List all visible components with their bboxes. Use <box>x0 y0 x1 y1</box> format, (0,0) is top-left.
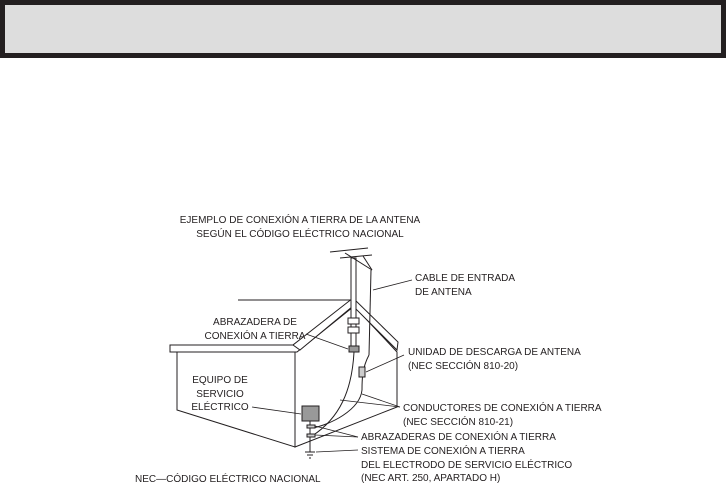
diagram-title: EJEMPLO DE CONEXIÓN A TIERRA DE LA ANTEN… <box>150 214 450 241</box>
leader-lines <box>251 279 413 453</box>
header-bar <box>0 0 726 58</box>
label-line: ELÉCTRICO <box>191 402 249 413</box>
label-line: UNIDAD DE DESCARGA DE ANTENA <box>408 347 581 358</box>
label-ground-clamp: ABRAZADERA DE CONEXIÓN A TIERRA <box>195 316 315 343</box>
label-line: CONEXIÓN A TIERRA <box>204 330 306 342</box>
label-antenna-lead-in: CABLE DE ENTRADA DE ANTENA <box>415 272 515 299</box>
label-discharge-unit: UNIDAD DE DESCARGA DE ANTENA (NEC SECCIÓ… <box>408 346 581 373</box>
label-line: DEL ELECTRODO DE SERVICIO ELÉCTRICO <box>361 459 573 471</box>
label-line: DE ANTENA <box>415 286 472 298</box>
title-line-2: SEGÚN EL CÓDIGO ELÉCTRICO NACIONAL <box>196 228 404 240</box>
label-line: (NEC SECCIÓN 810-20) <box>408 360 519 372</box>
label-line: ABRAZADERA DE <box>213 317 297 328</box>
label-ground-clamps: ABRAZADERAS DE CONEXIÓN A TIERRA <box>361 432 556 443</box>
antenna-mast <box>301 247 373 459</box>
label-line: SISTEMA DE CONEXIÓN A TIERRA <box>361 446 525 457</box>
label-grounding-conductors: CONDUCTORES DE CONEXIÓN A TIERRA (NEC SE… <box>403 402 602 429</box>
label-service-equipment: EQUIPO DE SERVICIO ELÉCTRICO <box>185 374 255 415</box>
label-line: CABLE DE ENTRADA <box>415 273 516 284</box>
label-line: (NEC SECCIÓN 810-21) <box>403 416 514 428</box>
label-line: EQUIPO DE <box>192 375 248 386</box>
label-line: SERVICIO <box>196 388 244 400</box>
label-electrode-system: SISTEMA DE CONEXIÓN A TIERRA DEL ELECTRO… <box>361 445 572 486</box>
house <box>169 297 399 448</box>
label-line: (NEC ART. 250, APARTADO H) <box>361 473 501 484</box>
label-nec-note: NEC—CÓDIGO ELÉCTRICO NACIONAL <box>135 474 321 485</box>
title-line-1: EJEMPLO DE CONEXIÓN A TIERRA DE LA ANTEN… <box>179 215 421 226</box>
label-line: CONDUCTORES DE CONEXIÓN A TIERRA <box>403 403 602 414</box>
